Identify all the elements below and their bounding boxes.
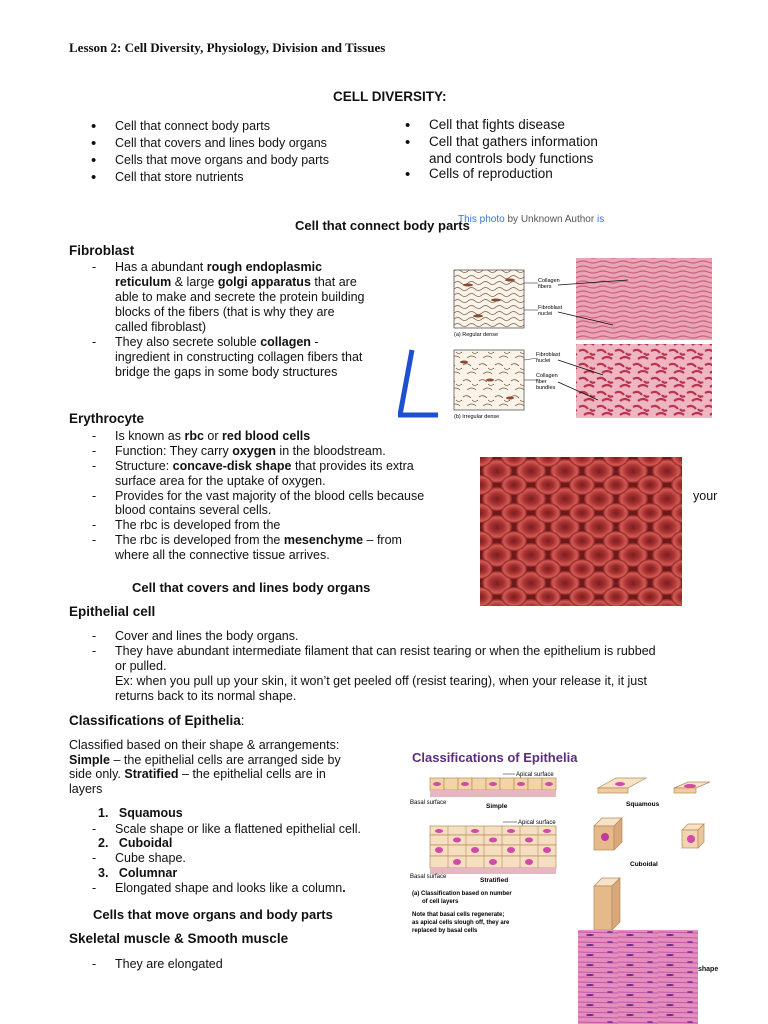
photo-attribution: This photo by Unknown Author is [458, 214, 605, 225]
subsection-heading: Cell that covers and lines body organs [132, 580, 371, 595]
svg-text:Note that basal cells regenera: Note that basal cells regenerate; [412, 912, 504, 918]
svg-text:(a) Classification based on nu: (a) Classification based on number [412, 891, 512, 897]
numbered-item: 2. Cuboidal [98, 836, 173, 850]
epithelial-heading: Epithelial cell [69, 604, 156, 619]
label-irregular-dense: (b) Irregular dense [454, 414, 499, 420]
svg-text:fiber: fiber [536, 379, 547, 385]
connective-tissue-figure: Collagen fibers Fibroblast nuclei (a) Re… [398, 250, 712, 420]
numbered-item: 1. Squamous [98, 806, 183, 820]
svg-text:as apical cells slough off, th: as apical cells slough off, they are [412, 920, 510, 926]
red-blood-cells-image [480, 457, 682, 606]
lesson-title: Lesson 2: Cell Diversity, Physiology, Di… [69, 40, 386, 55]
svg-text:nuclei: nuclei [536, 358, 550, 364]
list-item: Cell that fights disease [405, 117, 565, 134]
label-regular-dense: (a) Regular dense [454, 332, 498, 338]
subsection-heading: Cells that move organs and body parts [93, 907, 333, 922]
svg-text:Simple: Simple [486, 803, 508, 810]
svg-text:Apical surface: Apical surface [518, 820, 556, 826]
svg-text:replaced by basal cells: replaced by basal cells [412, 928, 478, 934]
attribution-link[interactable]: This photo [458, 214, 505, 225]
erythrocyte-heading: Erythrocyte [69, 411, 145, 426]
numbered-item: 3. Columnar [98, 866, 178, 880]
svg-text:Apical surface: Apical surface [516, 772, 554, 778]
list-item: Cell that covers and lines body organs [91, 136, 327, 151]
svg-text:Basal surface: Basal surface [410, 800, 447, 806]
svg-text:fibers: fibers [538, 284, 552, 290]
label-squamous: Squamous [626, 801, 660, 808]
fibroblast-heading: Fibroblast [69, 243, 135, 258]
svg-text:Stratified: Stratified [480, 877, 508, 884]
list-item: Cell that connect body parts [91, 119, 270, 134]
label-collagen-bundles: Collagen [536, 373, 558, 379]
label-fibroblast-nuclei: Fibroblast [538, 305, 563, 311]
muscle-text: They are elongated [92, 957, 223, 972]
list-item-continuation: and controls body functions [429, 151, 594, 166]
label-cuboidal: Cuboidal [630, 861, 658, 868]
subsection-heading: Cell that connect body parts [295, 218, 470, 233]
label-collagen-fibers: Collagen [538, 278, 560, 284]
label-fibroblast-nuclei-b: Fibroblast [536, 352, 561, 358]
svg-text:of cell layers: of cell layers [422, 899, 459, 905]
list-item: Cell that store nutrients [91, 170, 243, 185]
svg-text:nuclei: nuclei [538, 311, 552, 317]
blue-arrow-shape [398, 349, 438, 418]
epithelia-figure: Classifications of Epithelia Apical surf… [408, 748, 724, 938]
svg-text:bundles: bundles [536, 385, 556, 391]
list-item: Cell that gathers information [405, 134, 598, 151]
figure-label-shape: shape [698, 966, 719, 973]
section-title: CELL DIVERSITY: [333, 89, 447, 104]
classifications-heading: Classifications of Epithelia: [69, 713, 245, 728]
list-item: Cells of reproduction [405, 166, 553, 183]
svg-text:Basal surface: Basal surface [410, 874, 447, 880]
list-item: Cells that move organs and body parts [91, 153, 329, 168]
figure-title: Classifications of Epithelia [412, 750, 578, 765]
muscle-heading: Skeletal muscle & Smooth muscle [69, 931, 289, 946]
muscle-tissue-image [578, 930, 698, 1024]
